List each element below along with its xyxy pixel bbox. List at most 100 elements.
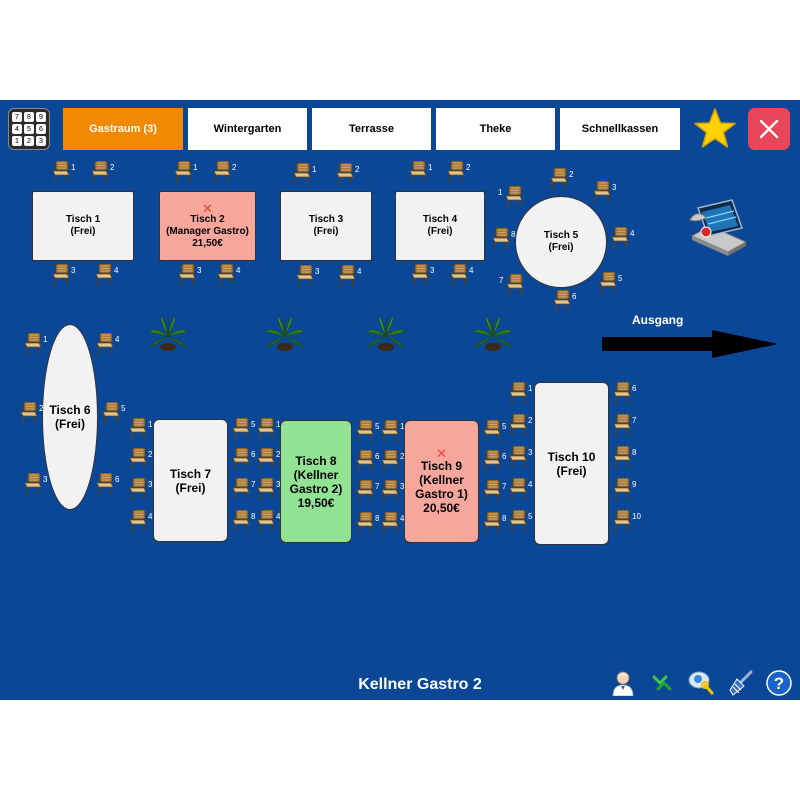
chair-tisch-8-5[interactable]: 5 (356, 420, 379, 442)
table-tisch-6[interactable]: Tisch 6 (Frei) (42, 324, 98, 510)
chair-tisch-9-7[interactable]: 7 (483, 480, 506, 502)
chair-tisch-10-7[interactable]: 7 (613, 414, 636, 436)
chair-tisch-3-2[interactable]: 2 (336, 163, 359, 185)
chair-tisch-6-1[interactable]: 1 (24, 333, 47, 355)
chair-tisch-8-7[interactable]: 7 (356, 480, 379, 502)
chair-tisch-1-3[interactable]: 3 (52, 264, 75, 286)
chair-tisch-1-1[interactable]: 1 (52, 161, 75, 183)
chair-tisch-3-1[interactable]: 1 (293, 163, 316, 185)
chair-tisch-2-1[interactable]: 1 (174, 161, 197, 183)
seat-number: 5 (121, 404, 126, 413)
chair-tisch-10-3[interactable]: 3 (509, 446, 532, 468)
chair-tisch-5-6[interactable]: 6 (553, 290, 576, 312)
close-button[interactable] (748, 108, 790, 150)
chair-tisch-9-4[interactable]: 4 (381, 512, 404, 534)
chair-tisch-9-6[interactable]: 6 (483, 450, 506, 472)
chat-search-button[interactable] (688, 670, 714, 696)
table-tisch-10[interactable]: Tisch 10 (Frei) (534, 382, 609, 545)
tab-gastraum[interactable]: Gastraum (3) (63, 108, 183, 150)
chair-tisch-4-4[interactable]: 4 (450, 264, 473, 286)
chair-tisch-8-2[interactable]: 2 (257, 448, 280, 470)
chair-tisch-2-2[interactable]: 2 (213, 161, 236, 183)
chair-icon (232, 478, 250, 500)
chair-tisch-5-8[interactable]: 8 (492, 228, 515, 250)
chair-tisch-6-3[interactable]: 3 (24, 473, 47, 495)
chair-tisch-8-1[interactable]: 1 (257, 418, 280, 440)
chair-icon (613, 510, 631, 532)
chair-tisch-7-4[interactable]: 4 (129, 510, 152, 532)
chair-tisch-7-8[interactable]: 8 (232, 510, 255, 532)
chair-tisch-6-4[interactable]: 4 (96, 333, 119, 355)
chair-tisch-7-3[interactable]: 3 (129, 478, 152, 500)
tab-theke[interactable]: Theke (436, 108, 555, 150)
chair-tisch-6-6[interactable]: 6 (96, 473, 119, 495)
chair-tisch-6-5[interactable]: 5 (102, 402, 125, 424)
chair-tisch-10-9[interactable]: 9 (613, 478, 636, 500)
chair-icon (509, 510, 527, 532)
numpad-key-8: 8 (24, 112, 34, 122)
chair-tisch-1-2[interactable]: 2 (91, 161, 114, 183)
chair-tisch-4-1[interactable]: 1 (409, 161, 432, 183)
chair-tisch-10-6[interactable]: 6 (613, 382, 636, 404)
chair-tisch-10-2[interactable]: 2 (509, 414, 532, 436)
chair-tisch-10-5[interactable]: 5 (509, 510, 532, 532)
chair-tisch-10-10[interactable]: 10 (613, 510, 641, 532)
chair-tisch-9-5[interactable]: 5 (483, 420, 506, 442)
table-tisch-2[interactable]: ✕ Tisch 2 (Manager Gastro) 21,50€ (159, 191, 256, 261)
table-tisch-9[interactable]: ✕ Tisch 9 (Kellner Gastro 1) 20,50€ (404, 420, 479, 543)
chair-tisch-5-5[interactable]: 5 (599, 272, 622, 294)
chair-tisch-3-3[interactable]: 3 (296, 265, 319, 287)
chair-tisch-5-7[interactable]: 7 (499, 274, 524, 296)
numpad-button[interactable]: 7 8 9 4 5 6 1 2 3 (8, 108, 50, 150)
chair-tisch-5-3[interactable]: 3 (593, 181, 616, 203)
tab-schnellkassen[interactable]: Schnellkassen (560, 108, 680, 150)
chair-tisch-4-2[interactable]: 2 (447, 161, 470, 183)
seat-number: 7 (375, 482, 380, 491)
tab-terrasse[interactable]: Terrasse (312, 108, 431, 150)
table-tisch-1[interactable]: Tisch 1 (Frei) (32, 191, 134, 261)
chair-tisch-9-1[interactable]: 1 (381, 420, 404, 442)
chair-tisch-8-6[interactable]: 6 (356, 450, 379, 472)
table-tisch-4[interactable]: Tisch 4 (Frei) (395, 191, 485, 261)
table-tisch-8[interactable]: Tisch 8 (Kellner Gastro 2) 19,50€ (280, 420, 352, 543)
chair-tisch-10-8[interactable]: 8 (613, 446, 636, 468)
favorite-star-button[interactable] (692, 106, 738, 152)
seat-number: 8 (511, 230, 516, 239)
chair-tisch-4-3[interactable]: 3 (411, 264, 434, 286)
chair-tisch-8-3[interactable]: 3 (257, 478, 280, 500)
room-overview-button[interactable] (686, 198, 748, 264)
chair-tisch-5-1[interactable]: 1 (498, 186, 523, 208)
table-tisch-7[interactable]: Tisch 7 (Frei) (153, 419, 228, 542)
chair-tisch-7-6[interactable]: 6 (232, 448, 255, 470)
chair-tisch-9-2[interactable]: 2 (381, 450, 404, 472)
chair-tisch-9-8[interactable]: 8 (483, 512, 506, 534)
chair-tisch-7-5[interactable]: 5 (232, 418, 255, 440)
chair-tisch-5-2[interactable]: 2 (550, 168, 573, 190)
chair-tisch-2-3[interactable]: 3 (178, 264, 201, 286)
chair-tisch-8-4[interactable]: 4 (257, 510, 280, 532)
chair-icon (611, 227, 629, 249)
chair-icon (257, 418, 275, 440)
table-tisch-3[interactable]: Tisch 3 (Frei) (280, 191, 372, 261)
chair-tisch-1-4[interactable]: 4 (95, 264, 118, 286)
help-button[interactable]: ? (766, 670, 792, 696)
chair-tisch-2-4[interactable]: 4 (217, 264, 240, 286)
seat-number: 4 (528, 480, 533, 489)
table-tisch-5[interactable]: Tisch 5 (Frei) (515, 196, 607, 288)
chair-tisch-7-1[interactable]: 1 (129, 418, 152, 440)
chair-tisch-3-4[interactable]: 4 (338, 265, 361, 287)
chair-tisch-7-7[interactable]: 7 (232, 478, 255, 500)
seat-number: 1 (148, 420, 153, 429)
tab-wintergarten[interactable]: Wintergarten (188, 108, 307, 150)
chair-tisch-10-1[interactable]: 1 (509, 382, 532, 404)
chair-icon (381, 480, 399, 502)
clean-button[interactable] (727, 670, 753, 696)
swap-button[interactable] (649, 670, 675, 696)
chair-tisch-6-2[interactable]: 2 (20, 402, 43, 424)
chair-tisch-5-4[interactable]: 4 (611, 227, 634, 249)
chair-tisch-10-4[interactable]: 4 (509, 478, 532, 500)
chair-tisch-9-3[interactable]: 3 (381, 480, 404, 502)
chair-tisch-8-8[interactable]: 8 (356, 512, 379, 534)
user-button[interactable] (610, 670, 636, 696)
chair-tisch-7-2[interactable]: 2 (129, 448, 152, 470)
